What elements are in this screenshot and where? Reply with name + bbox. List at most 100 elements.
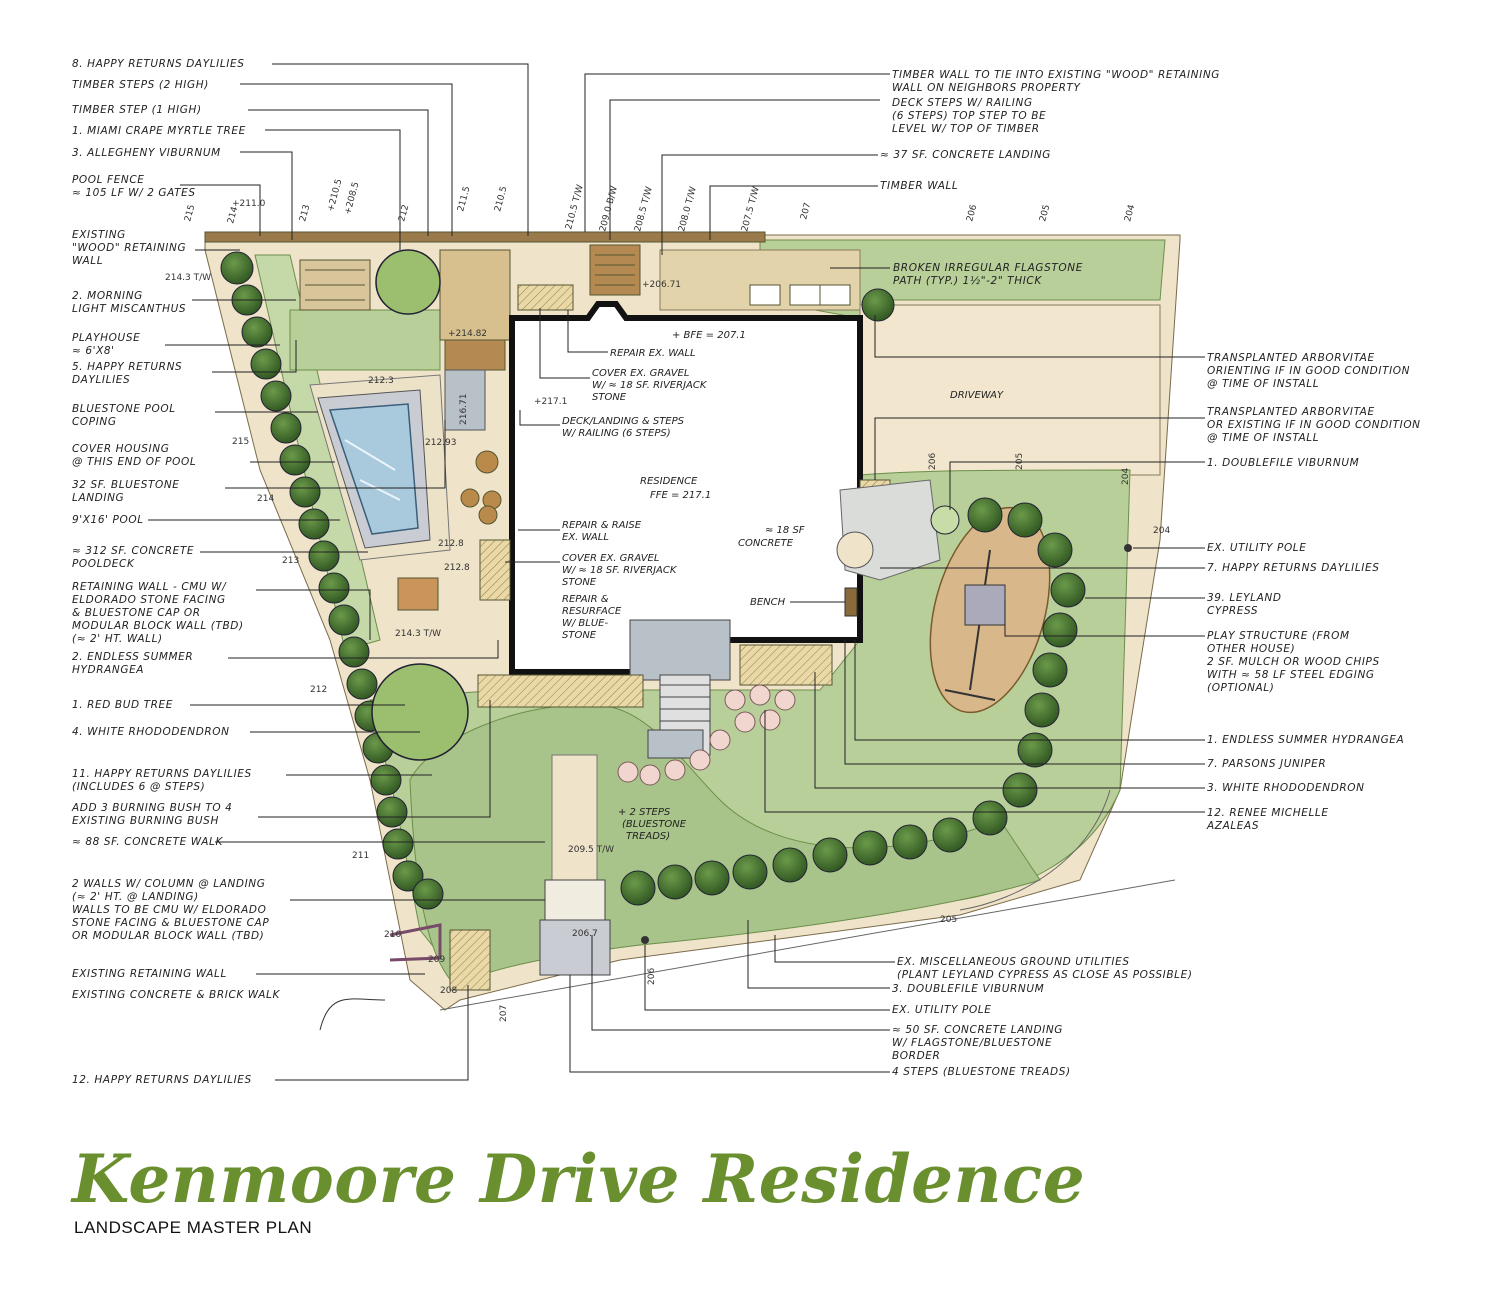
label-deck-steps: DECK STEPS W/ RAILING [892,97,1033,109]
label-arborvitae: TRANSPLANTED ARBORVITAE [1207,352,1375,364]
grade-207: 207 [799,202,813,221]
label-two-steps: + 2 STEPS [618,807,671,818]
label-utility-pole: EX. UTILITY POLE [1207,542,1307,554]
residence-label: RESIDENCE [640,476,698,487]
label-playhouse: PLAYHOUSE [72,332,140,344]
label-repair-raise-2: EX. WALL [562,532,609,543]
grade-206: 206 [965,203,979,222]
label-azaleas-2: AZALEAS [1206,820,1259,832]
label-two-steps-2: (BLUESTONE [622,819,687,830]
label-existing-wall-3: WALL [72,255,103,267]
leyland-cypress-west-row [220,251,444,910]
grade-213: 213 [298,204,312,223]
grade-2171: +217.1 [534,397,567,407]
label-landing-50: ≈ 50 SF. CONCRETE LANDING [892,1024,1063,1036]
grade-2105b: 210.5 [493,185,509,212]
label-doublefile-3: 3. DOUBLEFILE VIBURNUM [892,983,1044,995]
label-azaleas: 12. RENEE MICHELLE [1207,807,1329,819]
label-cover-gravel-3: STONE [592,392,627,403]
pool-area [309,374,502,611]
label-repair-resurface: REPAIR & [562,594,609,605]
trees [220,249,1132,944]
label-timber-wall-tie: TIMBER WALL TO TIE INTO EXISTING "WOOD" … [892,69,1220,81]
grade-204: 204 [1123,203,1137,222]
grade-204c: 204 [1121,468,1131,485]
azaleas [617,684,796,786]
label-burning-bush-2: EXISTING BURNING BUSH [72,815,219,827]
label-daylilies-11b: (INCLUDES 6 @ STEPS) [72,781,205,793]
label-hydrangea-2b: HYDRANGEA [72,664,144,676]
label-repair-resurface-3: W/ BLUE- [562,618,609,629]
grade-2105: +210.5 [326,178,344,213]
label-play-structure: PLAY STRUCTURE (FROM [1207,630,1350,642]
label-retaining-wall-4: MODULAR BLOCK WALL (TBD) [72,620,244,632]
grade-206c: 206 [928,453,938,470]
label-utility-pole-2: EX. UTILITY POLE [892,1004,992,1016]
label-deck-landing: DECK/LANDING & STEPS [562,416,685,427]
grade-2143tw: 214.3 T/W [165,273,211,283]
label-juniper: 7. PARSONS JUNIPER [1207,758,1326,770]
grade-20671: +206.71 [642,280,681,290]
label-concrete-landing-37: ≈ 37 SF. CONCRETE LANDING [880,149,1051,161]
left-labels: 8. HAPPY RETURNS DAYLILIES TIMBER STEPS … [71,58,280,1086]
grade-2105tw: 210.5 T/W [564,184,586,231]
utility-pole-east [1124,544,1132,552]
patio-table [397,577,439,611]
label-leyland: 39. LEYLAND [1207,592,1282,604]
crape-myrtle-tree [375,249,441,315]
grade-206b: 206 [647,968,657,985]
page-subtitle: LANDSCAPE MASTER PLAN [74,1218,313,1237]
label-arborvitae-b2: OR EXISTING IF IN GOOD CONDITION [1207,419,1421,431]
grade-2128b: 212.8 [444,563,470,573]
grade-21293: 212.93 [425,438,457,448]
label-four-steps: 4 STEPS (BLUESTONE TREADS) [892,1066,1071,1078]
label-play-structure-5: (OPTIONAL) [1207,682,1274,694]
label-existing-wall: EXISTING [72,229,126,241]
grade-2085tw: 208.5 T/W [633,186,655,233]
grade-2128: 212.8 [438,539,464,549]
label-allegheny: 3. ALLEGHENY VIBURNUM [72,147,221,159]
label-retaining-wall: RETAINING WALL - CMU W/ [72,581,227,593]
grade-205: 205 [1038,204,1052,223]
label-cover-gravel-b2: W/ ≈ 18 SF. RIVERJACK [562,565,678,576]
label-concrete-walk: ≈ 88 SF. CONCRETE WALK [72,836,223,848]
grade-214: 214 [226,205,240,224]
grade-2115: 211.5 [456,185,472,212]
label-pool-fence-lf: ≈ 105 LF W/ 2 GATES [72,187,196,199]
page-title: Kenmoore Drive Residence [72,1140,1086,1218]
label-cover-gravel: COVER EX. GRAVEL [592,368,689,379]
grade-21482: +214.82 [448,329,487,339]
utility-pole-south [641,936,649,944]
label-ground-utilities-2: (PLANT LEYLAND CYPRESS AS CLOSE AS POSSI… [897,969,1193,981]
label-concrete-18: ≈ 18 SF [765,525,805,536]
label-arborvitae-b: TRANSPLANTED ARBORVITAE [1207,406,1375,418]
label-cover-housing-2: @ THIS END OF POOL [72,456,196,468]
grade-212: 212 [397,204,411,223]
label-crape-myrtle: 1. MIAMI CRAPE MYRTLE TREE [72,125,246,137]
label-hydrangea-2: 2. ENDLESS SUMMER [72,651,193,663]
grade-21671: 216.71 [459,394,469,426]
driveway [859,304,1161,476]
label-retaining-wall-2: ELDORADO STONE FACING [72,594,226,606]
grade-215b: 215 [232,437,249,447]
label-doublefile-1: 1. DOUBLEFILE VIBURNUM [1207,457,1359,469]
label-miscanthus-2: LIGHT MISCANTHUS [72,303,186,315]
label-deck-steps-2: (6 STEPS) TOP STEP TO BE [892,110,1046,122]
label-daylilies-5: 5. HAPPY RETURNS [72,361,182,373]
in-plan-labels: REPAIR EX. WALL COVER EX. GRAVEL W/ ≈ 18… [562,330,1004,842]
ffe-label: FFE = 217.1 [650,490,711,501]
label-existing-walk: EXISTING CONCRETE & BRICK WALK [72,989,280,1001]
label-play-structure-2: OTHER HOUSE) [1207,643,1295,655]
label-burning-bush: ADD 3 BURNING BUSH TO 4 [71,802,232,814]
label-repair-wall: REPAIR EX. WALL [610,348,696,359]
label-rhododendron-3: 3. WHITE RHODODENDRON [1207,782,1365,794]
label-pooldeck: ≈ 312 SF. CONCRETE [72,545,194,557]
grade-2095tw: 209.5 T/W [568,845,614,855]
label-leyland-2: CYPRESS [1207,605,1258,617]
grade-213b: 213 [282,556,299,566]
label-flagstone: BROKEN IRREGULAR FLAGSTONE [893,262,1083,274]
red-bud-tree [371,663,469,761]
label-cover-gravel-b3: STONE [562,577,597,588]
label-existing-retaining: EXISTING RETAINING WALL [72,968,227,980]
label-daylilies-11: 11. HAPPY RETURNS DAYLILIES [72,768,252,780]
